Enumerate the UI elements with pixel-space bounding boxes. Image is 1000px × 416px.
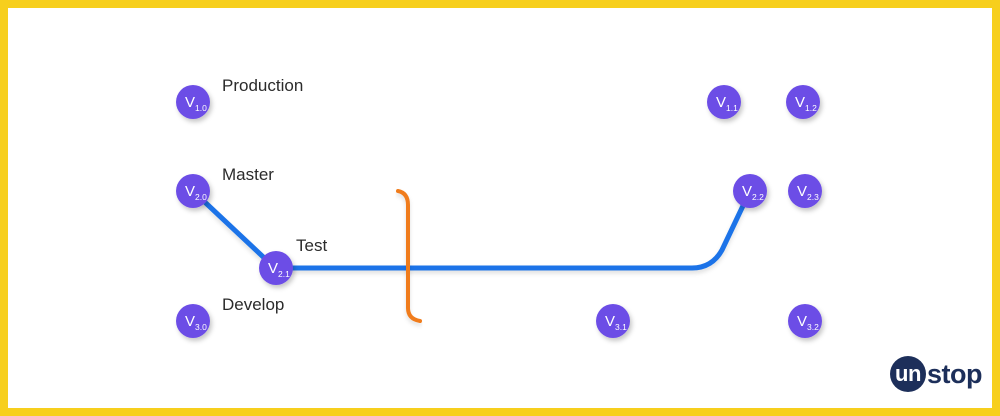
- develop-label: Develop: [222, 295, 284, 314]
- svg-text:V: V: [268, 260, 278, 277]
- svg-text:2.0: 2.0: [195, 192, 207, 202]
- svg-text:2.3: 2.3: [807, 192, 819, 202]
- production-label: Production: [222, 76, 303, 95]
- node-v3-2: V 3.2: [788, 304, 822, 338]
- node-v1-1: V 1.1: [707, 85, 741, 119]
- svg-text:V: V: [797, 183, 807, 200]
- svg-text:V: V: [185, 183, 195, 200]
- logo-text: stop: [927, 358, 983, 389]
- node-v2-2: V 2.2: [733, 174, 767, 208]
- svg-text:1.1: 1.1: [726, 103, 738, 113]
- svg-text:3.0: 3.0: [195, 322, 207, 332]
- svg-text:V: V: [795, 94, 805, 111]
- svg-text:1.0: 1.0: [195, 103, 207, 113]
- node-v2-0: V 2.0: [176, 174, 210, 208]
- node-v3-1: V 3.1: [596, 304, 630, 338]
- test-label: Test: [296, 236, 327, 255]
- svg-text:V: V: [185, 94, 195, 111]
- svg-text:V: V: [797, 313, 807, 330]
- svg-text:2.1: 2.1: [278, 269, 290, 279]
- svg-text:3.1: 3.1: [615, 322, 627, 332]
- merge-line: [396, 189, 422, 323]
- node-v2-3: V 2.3: [788, 174, 822, 208]
- unstop-logo: un stop: [890, 356, 983, 392]
- test-line: [190, 188, 753, 271]
- svg-text:V: V: [185, 313, 195, 330]
- svg-text:V: V: [716, 94, 726, 111]
- svg-text:1.2: 1.2: [805, 103, 817, 113]
- svg-text:V: V: [605, 313, 615, 330]
- svg-text:2.2: 2.2: [752, 192, 764, 202]
- node-v2-1: V 2.1: [259, 251, 293, 285]
- logo-badge: un: [890, 356, 926, 392]
- node-v1-0: V 1.0: [176, 85, 210, 119]
- master-label: Master: [222, 165, 274, 184]
- svg-text:V: V: [742, 183, 752, 200]
- node-v3-0: V 3.0: [176, 304, 210, 338]
- svg-text:3.2: 3.2: [807, 322, 819, 332]
- node-v1-2: V 1.2: [786, 85, 820, 119]
